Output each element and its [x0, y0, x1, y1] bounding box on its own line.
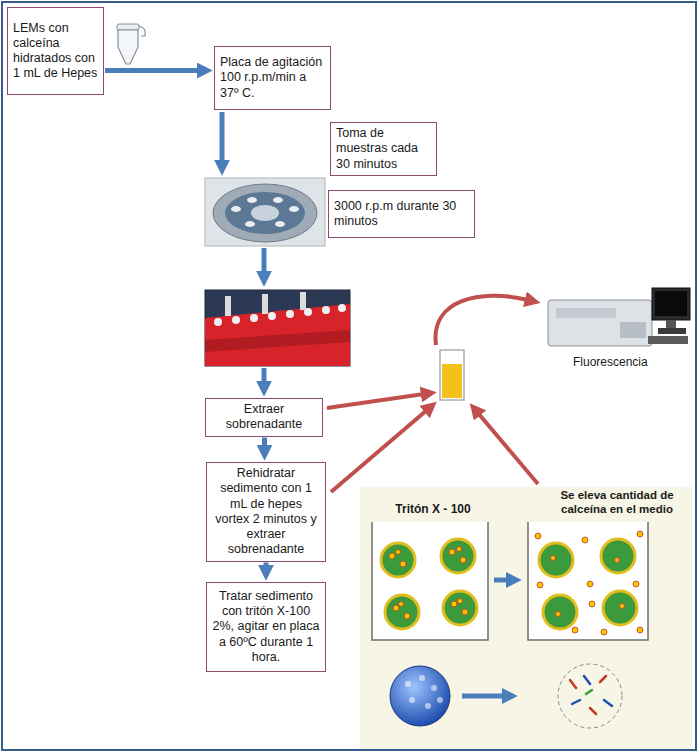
box-text: Rehidratar sedimento con 1 mL de hepes v…: [212, 466, 320, 558]
sample-arrows: [327, 296, 538, 492]
annotation-label: Tritón X - 100: [378, 502, 488, 516]
cuvette: [440, 350, 464, 400]
box-text: Extraer sobrenadante: [211, 402, 317, 433]
process-box: Extraer sobrenadante: [205, 398, 323, 437]
triton-panel: [360, 487, 692, 749]
box-text: LEMs con calceína hidratados con 1 mL de…: [13, 21, 98, 82]
flow-arrow: [264, 563, 269, 569]
process-box: Rehidratar sedimento con 1 mL de hepes v…: [206, 462, 326, 562]
box-text: Tratar sedimento con tritón X-100 2%, ag…: [212, 589, 320, 665]
flow-arrow: [262, 438, 267, 449]
flow-arrows: [222, 112, 264, 384]
spectrofluorometer: [548, 288, 690, 346]
centrifuge-photo: [205, 178, 325, 246]
annotation-label: Se eleva cantidad de calceína en el medi…: [548, 489, 686, 517]
flow-arrow: [105, 68, 200, 73]
tube-rack-photo: [205, 290, 350, 366]
box-text: Toma de muestras cada 30 minutos: [336, 126, 431, 172]
process-box: Toma de muestras cada 30 minutos: [330, 122, 437, 176]
process-box: LEMs con calceína hidratados con 1 mL de…: [7, 7, 104, 95]
eppendorf-tube: [117, 24, 145, 64]
annotation-label: Fluorescencia: [573, 355, 683, 369]
box-text: Placa de agitación 100 r.p.m/min a 37º C…: [220, 55, 325, 101]
process-box: Placa de agitación 100 r.p.m/min a 37º C…: [214, 46, 331, 110]
process-box: 3000 r.p.m durante 30 minutos: [328, 190, 475, 238]
process-box: Tratar sedimento con tritón X-100 2%, ag…: [206, 582, 326, 672]
box-text: 3000 r.p.m durante 30 minutos: [334, 199, 469, 230]
